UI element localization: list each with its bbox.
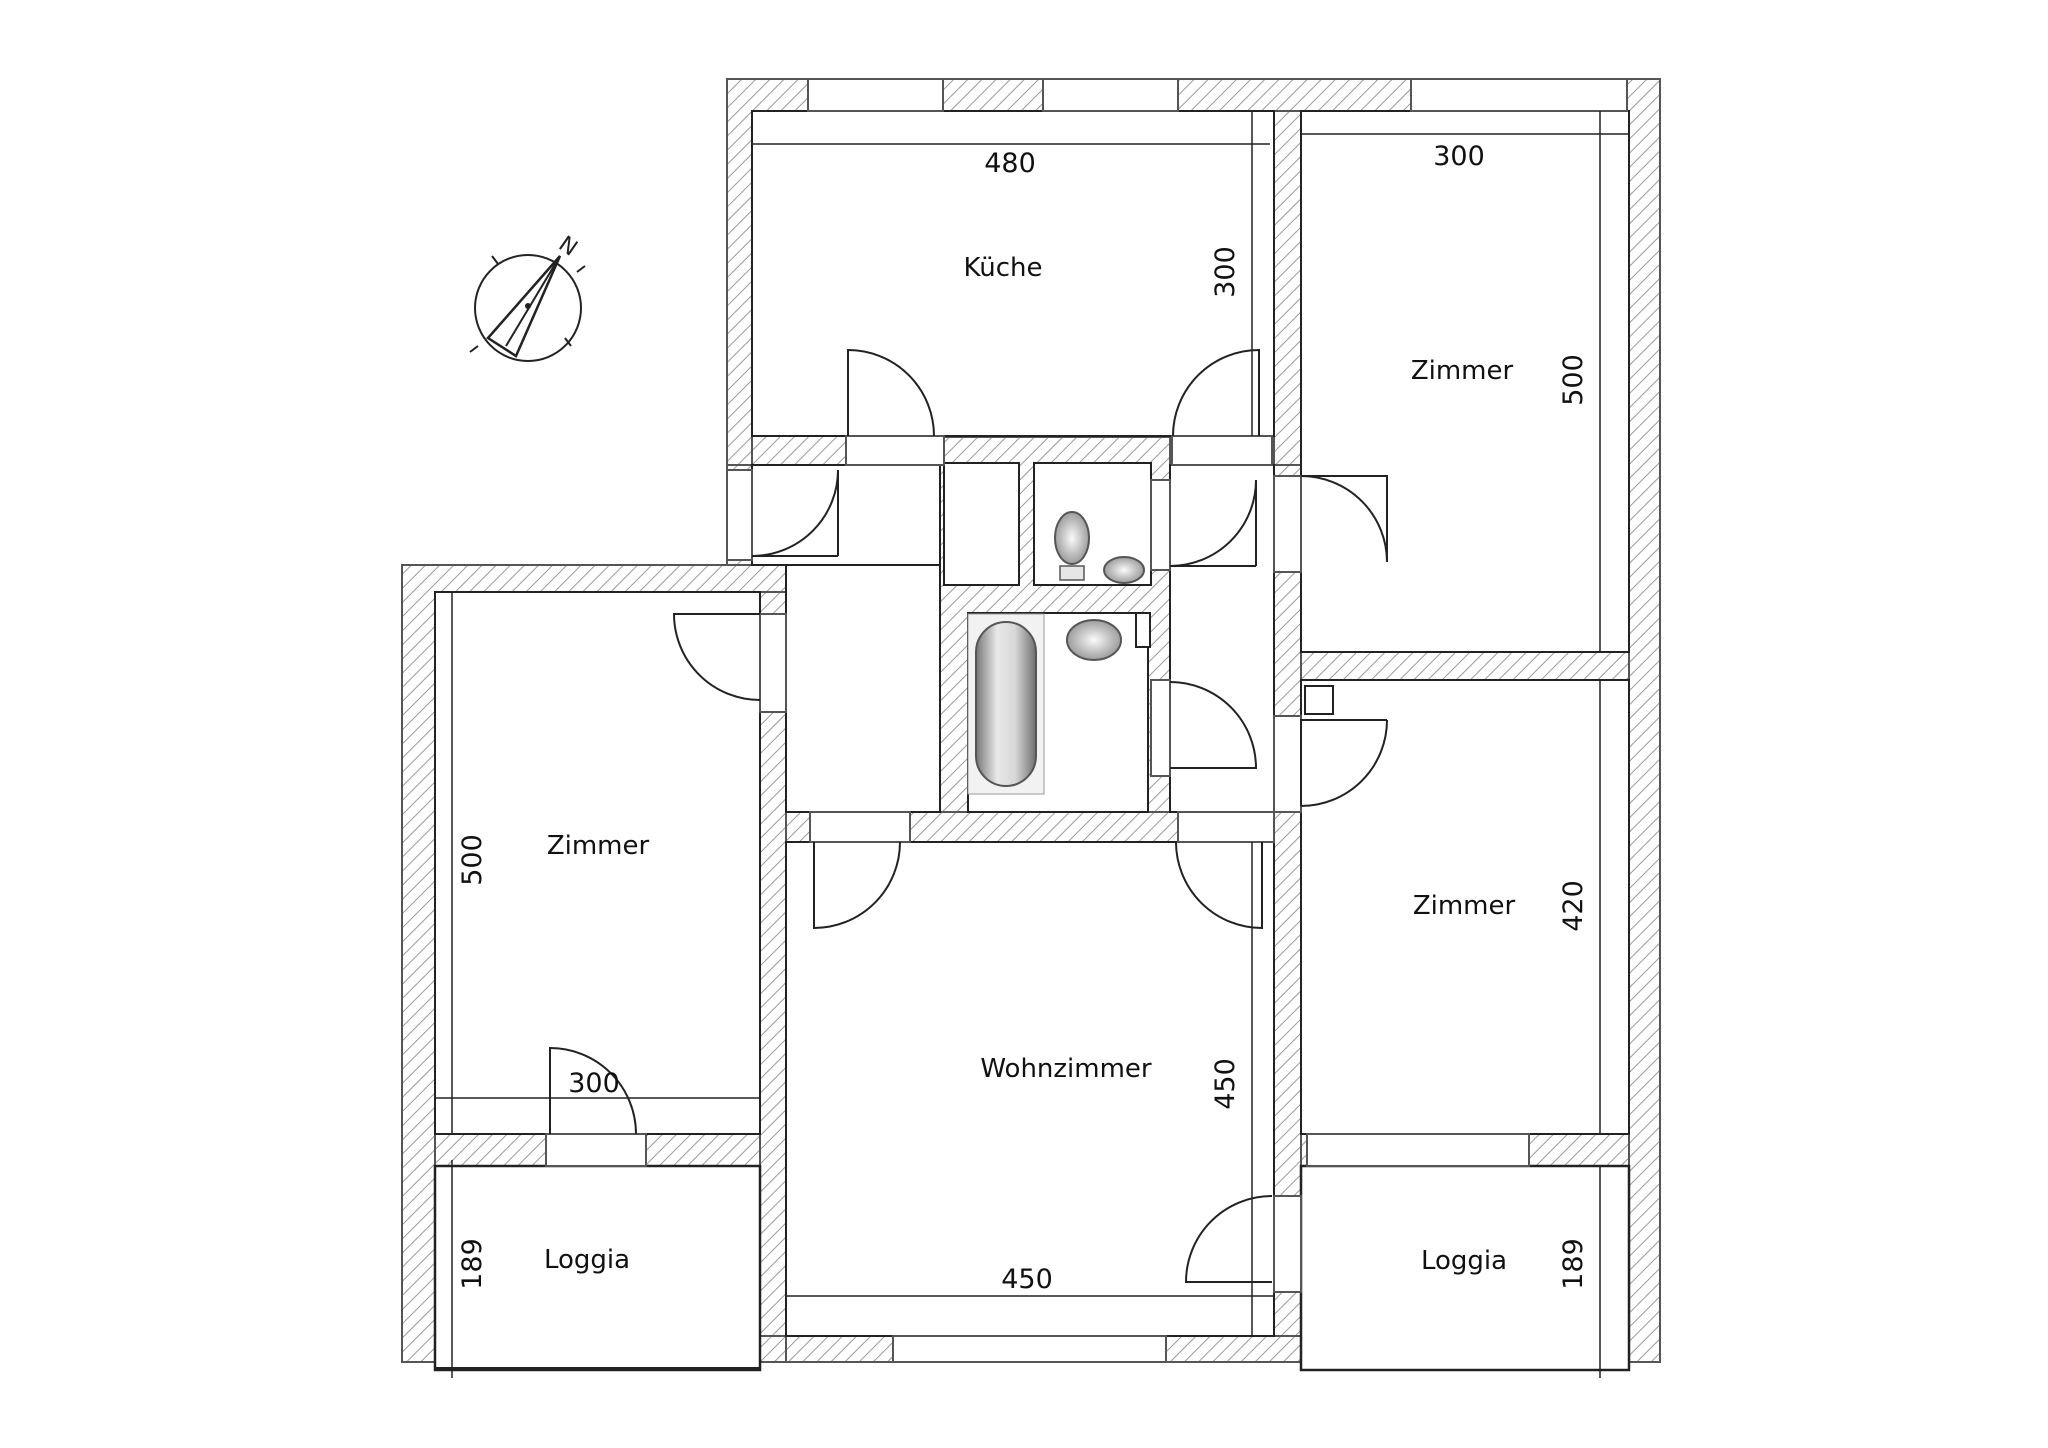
sink-icon	[1066, 619, 1122, 661]
dim-zimmer-w-depth: 500	[457, 834, 488, 886]
dim-zimmer-ne-depth: 500	[1558, 354, 1589, 406]
window-kitchen-door-gap	[845, 435, 945, 466]
window-kitchen-1	[807, 78, 944, 112]
shaft	[1304, 685, 1334, 715]
dimension-labels: 480 300 300 500 500 300 420 450 450 189 …	[457, 141, 1589, 1295]
east-rooms-divider	[1300, 651, 1630, 681]
door-gap-wc	[1150, 479, 1171, 571]
label-wohnzimmer: Wohnzimmer	[980, 1054, 1152, 1084]
door-gap-corridor-w	[726, 469, 753, 561]
dim-zimmer-ne-width: 300	[1433, 141, 1485, 172]
hall-east-floor	[1169, 464, 1275, 813]
door-wc	[1169, 479, 1257, 567]
door-living-w	[813, 841, 901, 930]
window-zimmer-ne	[1410, 78, 1628, 112]
door-gap-zimmer-e	[1273, 715, 1302, 813]
window-zimmer-e	[1306, 1133, 1530, 1167]
label-zimmer-e: Zimmer	[1413, 891, 1516, 921]
storage-room	[943, 462, 1020, 586]
window-living	[892, 1335, 1167, 1363]
loggia-w-floor	[434, 1165, 761, 1369]
door-loggia-living	[1184, 1195, 1273, 1283]
dim-loggia-w-depth: 189	[457, 1238, 488, 1290]
door-kitchen-w	[847, 348, 935, 437]
kitchen-east-wall	[1273, 110, 1302, 467]
doors	[549, 348, 1388, 1283]
window-kitchen-2	[1042, 78, 1179, 112]
label-loggia-w: Loggia	[544, 1245, 630, 1275]
dim-wohnzimmer-depth: 450	[1210, 1058, 1241, 1110]
label-zimmer-ne: Zimmer	[1411, 356, 1514, 386]
compass-icon: N	[469, 232, 586, 362]
room-labels: Küche Zimmer Zimmer Zimmer Wohnzimmer Lo…	[544, 253, 1516, 1276]
windows	[545, 78, 1628, 1363]
door-bath	[1169, 681, 1258, 769]
door-zimmer-w	[672, 613, 761, 701]
dim-loggia-e-depth: 189	[1558, 1238, 1589, 1290]
hall-floor	[785, 564, 941, 813]
window-kitchen-east-gap	[1171, 435, 1273, 466]
door-gap-bath	[1150, 679, 1171, 777]
dim-wohnzimmer-width: 450	[1001, 1264, 1053, 1295]
dim-zimmer-e-depth: 420	[1558, 880, 1589, 932]
dimension-lines	[435, 111, 1629, 1378]
room-fills	[434, 110, 1630, 1371]
label-loggia-e: Loggia	[1421, 1246, 1507, 1276]
window-zimmer-w	[545, 1133, 647, 1167]
door-gap-living-loggia	[1273, 1195, 1302, 1293]
hall-north-floor	[751, 464, 941, 566]
zimmer-e-floor	[1300, 679, 1630, 1135]
label-zimmer-w: Zimmer	[547, 831, 650, 861]
dim-zimmer-w-width: 300	[568, 1068, 620, 1099]
door-gap-zimmer-ne	[1273, 475, 1302, 573]
door-loggia-w	[549, 1046, 637, 1135]
door-zimmer-e	[1300, 719, 1388, 807]
bathtub-icon	[967, 613, 1045, 795]
bath-cabinet	[1135, 612, 1151, 648]
label-kueche: Küche	[963, 253, 1042, 283]
door-gap-zimmer-w	[759, 613, 787, 713]
toilet-icon	[1054, 511, 1090, 581]
kitchen-floor	[751, 110, 1275, 437]
fixtures	[967, 511, 1151, 795]
living-floor	[785, 841, 1275, 1337]
door-living-e	[1175, 841, 1263, 930]
zimmer-ne-floor	[1300, 110, 1630, 653]
zimmer-w-floor	[434, 591, 761, 1135]
wc-sink-icon	[1103, 556, 1145, 584]
door-gap-living-w	[809, 811, 911, 843]
dim-kueche-depth: 300	[1210, 246, 1241, 298]
door-zimmer-ne	[1300, 475, 1388, 563]
dim-kueche-width: 480	[984, 148, 1036, 179]
door-kitchen-e	[1172, 348, 1260, 437]
door-gap-living-e	[1177, 811, 1275, 843]
door-corridor-w	[751, 469, 839, 557]
